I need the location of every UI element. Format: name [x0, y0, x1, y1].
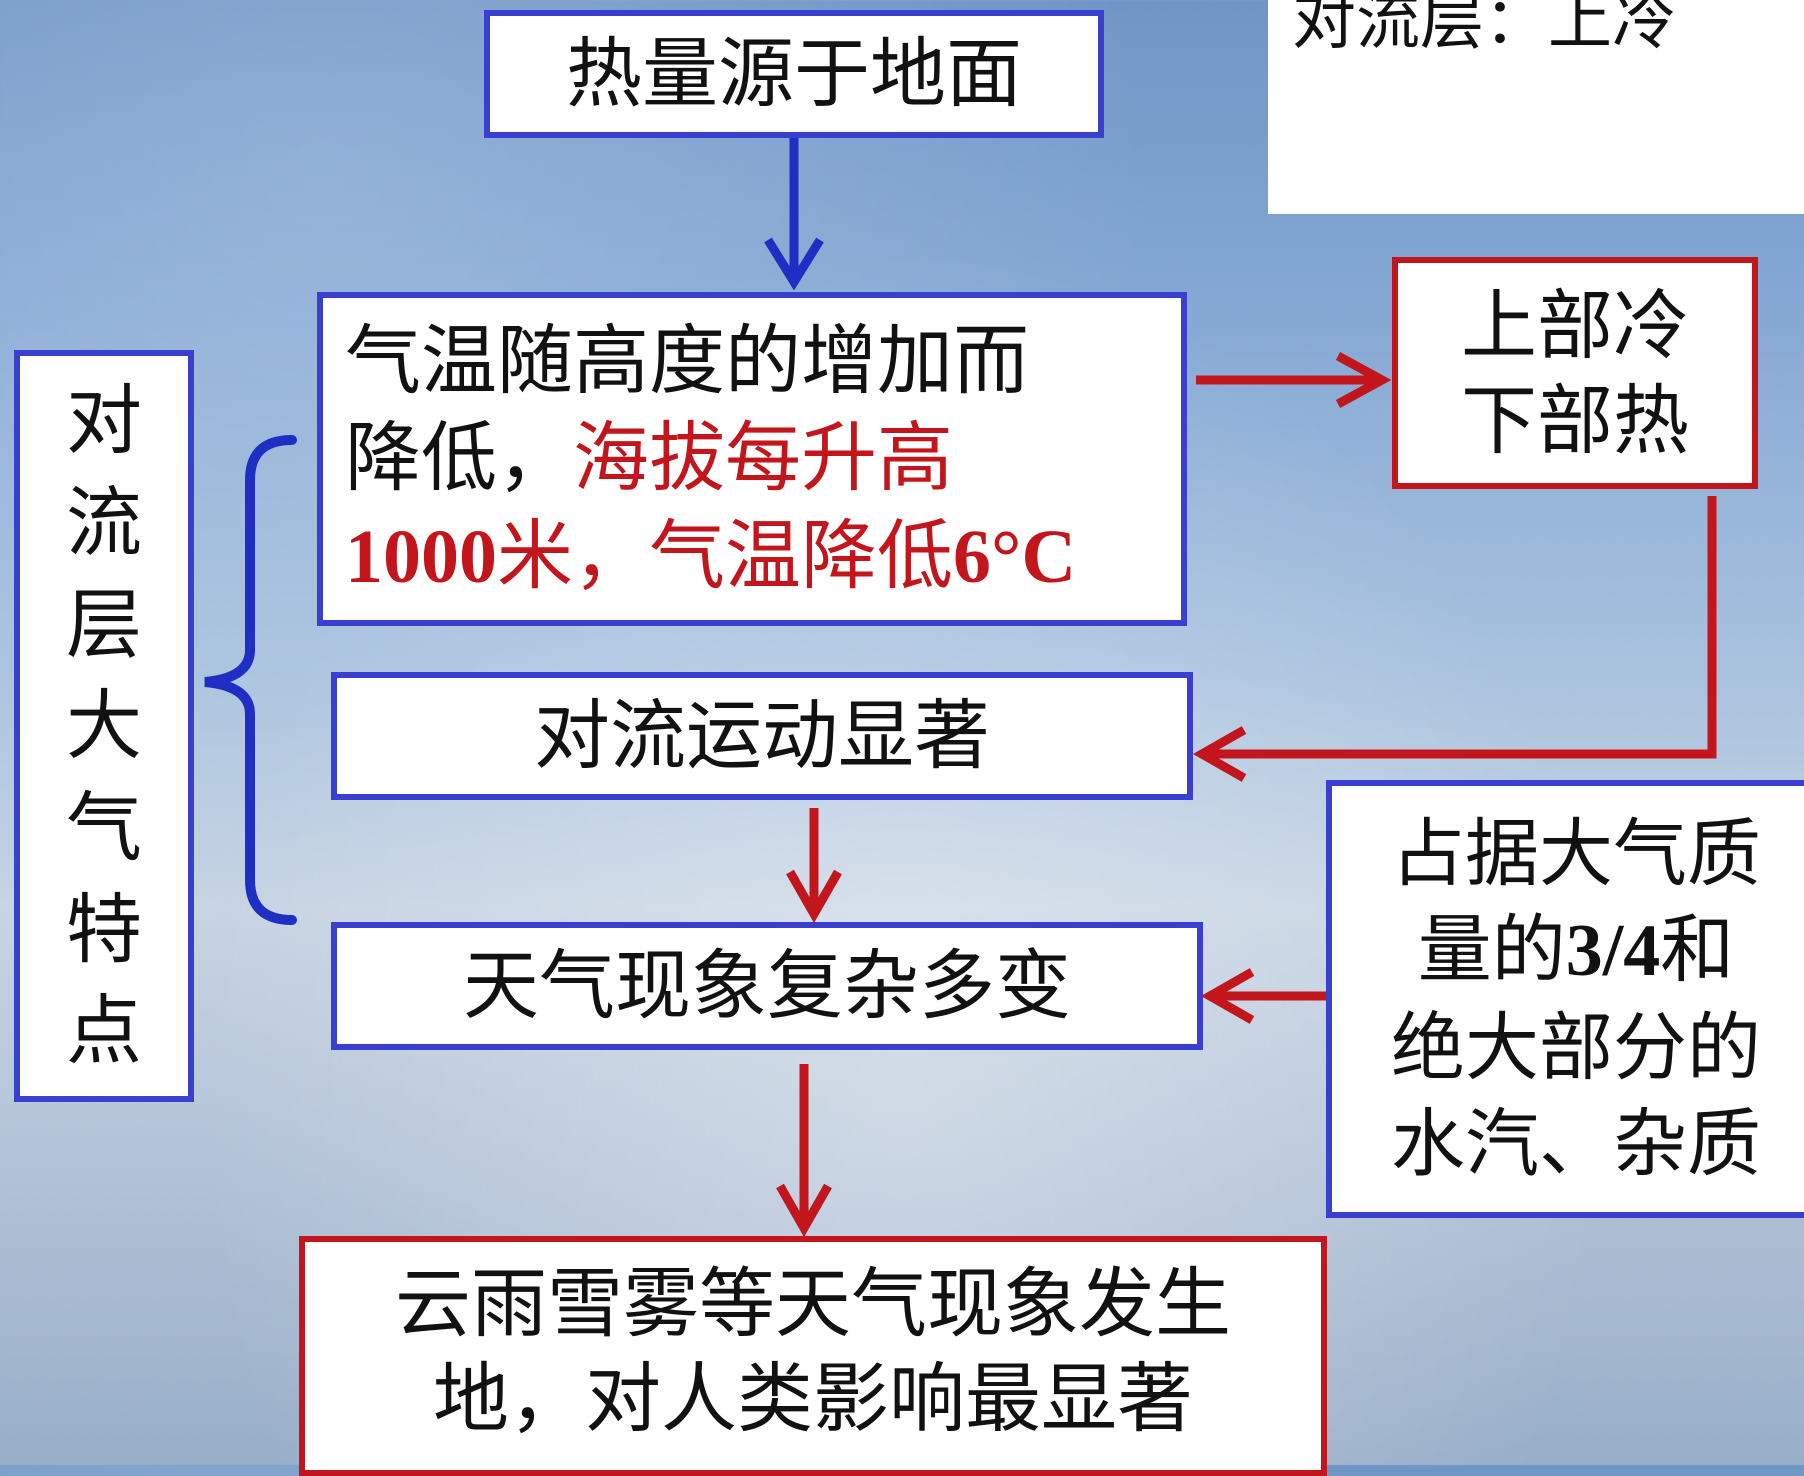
convection-box: 对流运动显著 — [331, 672, 1193, 800]
side-label-char: 气 — [66, 783, 142, 873]
weather-occur-line2: 地，对人类影响最显著 — [433, 1354, 1193, 1443]
temperature-line3-num: 1000 — [345, 514, 497, 599]
arrow-upperlower-to-convection-head — [1192, 726, 1247, 782]
side-label-char: 层 — [66, 579, 142, 669]
temperature-line3: 1000米，气温降低6°C — [345, 507, 1076, 606]
weather-occur-line1: 云雨雪雾等天气现象发生 — [395, 1259, 1231, 1348]
temperature-line3-mid: 米，气温降低 — [497, 510, 953, 600]
top-right-note-text: 对流层：上冷 — [1292, 0, 1676, 59]
heat-source-text: 热量源于地面 — [566, 29, 1022, 119]
mass-box: 占据大气质 量的3/4和 绝大部分的 水汽、杂质 — [1326, 780, 1804, 1218]
side-label-char: 大 — [66, 681, 142, 771]
mass-line3: 绝大部分的 — [1391, 1004, 1761, 1091]
weather-complex-text: 天气现象复杂多变 — [463, 941, 1071, 1031]
arrow-upperlower-to-convection — [1204, 496, 1717, 759]
side-label-char: 点 — [66, 986, 142, 1076]
mass-line1: 占据大气质 — [1391, 811, 1761, 898]
mass-line2: 量的3/4和 — [1418, 902, 1735, 999]
temperature-line1: 气温随高度的增加而 — [345, 312, 1029, 409]
arrow-weather-to-occur-head — [776, 1183, 832, 1238]
temperature-line1-text: 气温随高度的增加而 — [345, 316, 1029, 406]
convection-text: 对流运动显著 — [534, 691, 990, 781]
upper-lower-line2: 下部热 — [1461, 376, 1689, 465]
temperature-line2-black: 降低， — [345, 413, 573, 503]
mass-line2-num: 3/4 — [1565, 910, 1661, 993]
arrow-temp-to-upperlower-head — [1335, 352, 1392, 408]
left-bracket — [204, 435, 297, 925]
top-right-note: 对流层：上冷 — [1268, 0, 1804, 214]
temperature-line3-end: 6°C — [953, 514, 1077, 599]
weather-complex-box: 天气现象复杂多变 — [331, 922, 1203, 1050]
temperature-box: 气温随高度的增加而 降低，海拔每升高 1000米，气温降低6°C — [317, 292, 1187, 626]
upper-lower-box: 上部冷 下部热 — [1392, 257, 1758, 489]
upper-lower-line1: 上部冷 — [1461, 281, 1689, 370]
arrow-convection-to-weather-head — [786, 869, 842, 924]
side-label-box: 对 流 层 大 气 特 点 — [14, 350, 194, 1102]
side-label-char: 对 — [66, 376, 142, 466]
temperature-line2: 降低，海拔每升高 — [345, 409, 953, 506]
temperature-line2-red: 海拔每升高 — [573, 413, 953, 503]
arrow-heat-to-temp-head — [764, 237, 824, 291]
heat-source-box: 热量源于地面 — [484, 10, 1104, 138]
side-label-char: 流 — [66, 477, 142, 567]
arrow-mass-to-weather-head — [1200, 968, 1255, 1024]
side-label-char: 特 — [66, 884, 142, 974]
mass-line2-a: 量的 — [1417, 907, 1566, 994]
mass-line4: 水汽、杂质 — [1391, 1100, 1761, 1187]
mass-line2-b: 和 — [1660, 907, 1735, 994]
